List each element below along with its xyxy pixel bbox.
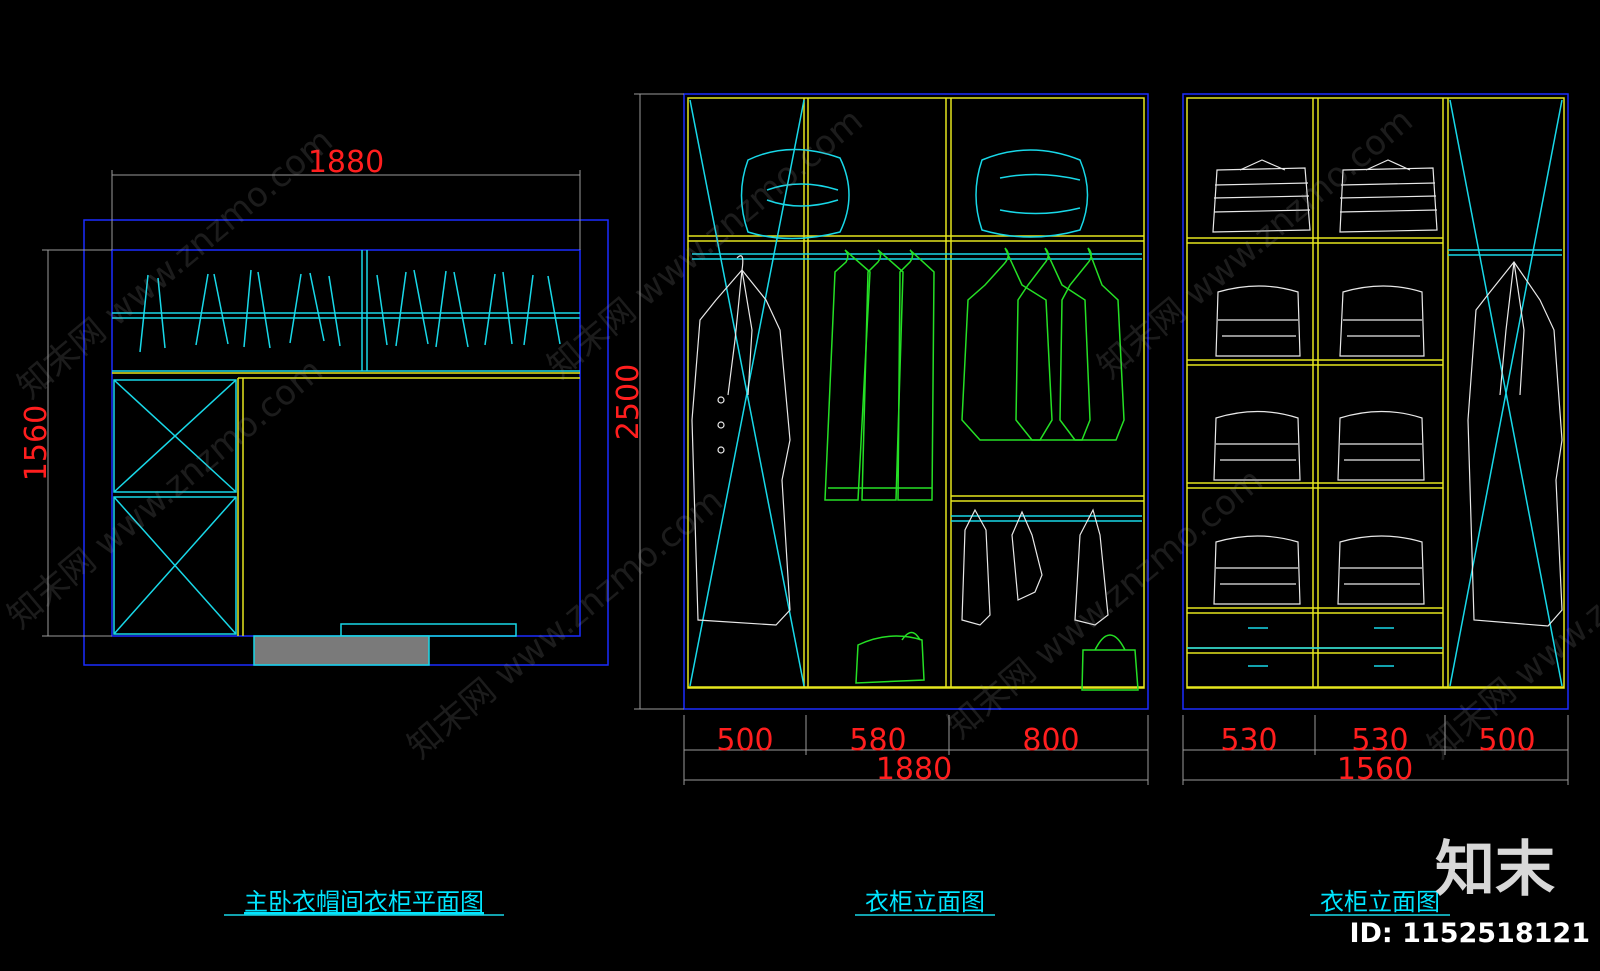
folded-trousers-icons <box>1213 285 1425 605</box>
elevation-1-cabinet-body <box>687 97 1145 689</box>
long-coat-icon <box>691 255 791 626</box>
hat-box-icons <box>740 148 1089 240</box>
brand-logo-text: 知末 <box>1435 835 1555 905</box>
watermark-layer: 知末网 www.znzmo.com 知末网 www.znzmo.com 知末网 … <box>0 100 1600 949</box>
wardrobe-elevation-1: 2500 500 580 800 1880 衣柜立面图 <box>611 93 1149 916</box>
watermark-text: 知末网 www.znzmo.com <box>540 100 871 386</box>
plan-hanger-lines <box>139 269 561 353</box>
wardrobe-plan-view: 1880 1560 主卧衣帽间衣柜平面图 <box>19 145 609 916</box>
elevation-1-total-dimension: 1880 <box>876 752 952 787</box>
plan-width-dimension: 1880 <box>308 145 384 180</box>
wardrobe-elevation-2: 530 530 500 1560 衣柜立面图 <box>1182 93 1569 916</box>
folded-shirts-icons <box>1212 159 1438 233</box>
plan-depth-dimension: 1560 <box>19 405 54 481</box>
elevation-2-cabinet-body <box>1186 97 1565 689</box>
elevation-1-outer-frame <box>683 93 1149 710</box>
plan-shelf-units <box>113 379 237 635</box>
elevation-1-title: 衣柜立面图 <box>865 888 985 916</box>
elevation-2-section-2-dimension: 530 <box>1351 723 1408 758</box>
elevation-1-section-1-dimension: 500 <box>716 723 773 758</box>
elevation-1-height-dimension: 2500 <box>611 364 646 440</box>
elevation-2-total-dimension: 1560 <box>1337 752 1413 787</box>
elevation-2-shelves <box>1187 237 1443 654</box>
elevation-2-section-1-dimension: 530 <box>1220 723 1277 758</box>
image-id-label: ID: 1152518121 <box>1349 918 1590 949</box>
elevation-2-title: 衣柜立面图 <box>1320 888 1440 916</box>
elevation-1-section-2-dimension: 580 <box>849 723 906 758</box>
plan-door-threshold <box>254 636 429 665</box>
elevation-2-section-3-dimension: 500 <box>1478 723 1535 758</box>
long-coat-right-icon <box>1467 260 1563 627</box>
elevation-1-section-3-dimension: 800 <box>1022 723 1079 758</box>
plan-title: 主卧衣帽间衣柜平面图 <box>244 888 484 916</box>
hanging-jackets-icons <box>961 247 1125 441</box>
hanging-pants-icons <box>824 249 935 501</box>
hanging-scarves-icons <box>961 508 1109 626</box>
handbag-icons <box>855 631 1139 691</box>
elevation-2-outer-frame <box>1182 93 1569 710</box>
